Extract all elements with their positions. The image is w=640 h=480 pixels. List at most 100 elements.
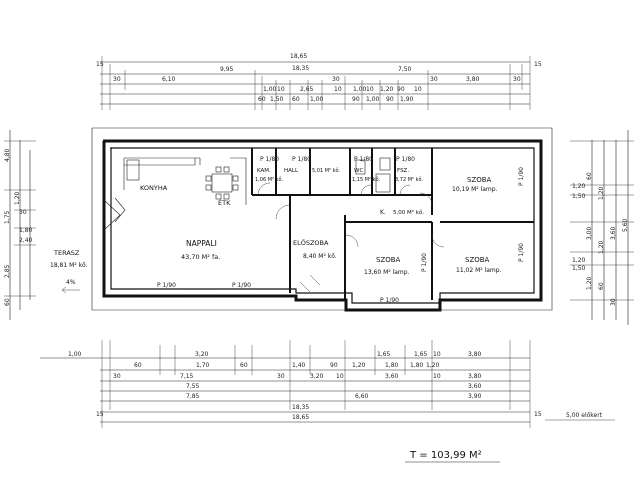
top-r4-dim-2: 2,65 [300, 86, 314, 93]
opening-tag-3: P 1/80 [354, 156, 373, 163]
opening-tag-9: P 1/90 [518, 243, 525, 262]
top-r3-dim-0: 30 [113, 76, 121, 83]
left-dim-7: 30 [19, 209, 27, 216]
bottom-r1-dim-0: 3,20 [195, 351, 209, 358]
top-r4-dim-0: 1,00 [263, 86, 277, 93]
opening-tag-5: P 1/90 [157, 282, 176, 289]
top-r4-dim-1: 10 [277, 86, 285, 93]
top-r5-dim-6: 90 [386, 96, 394, 103]
room-hall-label: HALL [284, 168, 299, 174]
bottom-r2-dim-5: 1,20 [352, 362, 366, 369]
top-r3-dim-5: 30 [430, 76, 438, 83]
room-terasz-slope: 4% [66, 279, 76, 286]
opening-tag-1: P 1/80 [260, 156, 279, 163]
left-dimension-chain: 4,80 1,20 1,75 1,80 2,40 2,85 60 30 [4, 130, 36, 320]
top-r3-dim-2: 9,95 [220, 66, 234, 73]
bottom-r3-dim-2: 30 [277, 373, 285, 380]
room-szoba1-area: 10,19 M² lamp. [452, 186, 498, 193]
bottom-edge-dim: 15 [96, 411, 104, 418]
bottom-r2-dim-2: 60 [240, 362, 248, 369]
total-area-label: T = 103,99 M² [409, 450, 482, 461]
left-dim-3: 1,80 [19, 227, 33, 234]
top-row2-total-dim: 18,35 [292, 65, 309, 72]
top-r4-dim-5: 10 [366, 86, 374, 93]
top-r4-dim-6: 1,20 [380, 86, 394, 93]
room-kamra-area: 1,06 M² kő. [255, 177, 284, 183]
room-eloszoba-area: 8,40 M² kő. [303, 253, 337, 260]
top-r3-dim-6: 3,80 [466, 76, 480, 83]
right-dim-10: 30 [610, 298, 617, 306]
door-swings [257, 182, 445, 293]
top-r3-dim-3: 30 [332, 76, 340, 83]
left-dim-5: 2,85 [4, 264, 11, 278]
right-dim-2: 1,20 [598, 186, 605, 200]
bottom-r4-dim-1: 6,60 [355, 393, 369, 400]
room-k-label: K. [380, 209, 386, 216]
room-terasz-label: TERASZ [53, 249, 80, 257]
bottom-r3-dim-7: 3,80 [468, 373, 482, 380]
bottom-left-dim: 1,00 [68, 351, 82, 358]
top-dimension-chains: 18,65 18,35 15 15 30 6,10 9,95 30 7,50 3… [96, 53, 542, 110]
opening-tag-6: P 1/90 [232, 282, 251, 289]
bottom-r2-dim-3: 1,40 [292, 362, 306, 369]
room-terasz-area: 18,81 M² kő. [50, 262, 88, 269]
top-total-dim: 18,65 [290, 53, 307, 60]
room-nappali-area: 43,70 M² fa. [181, 253, 220, 261]
room-wc-label: WC [354, 168, 363, 174]
bottom-r1-dim-1: 1,65 [377, 351, 391, 358]
opening-tag-7: P 1/90 [380, 297, 399, 304]
bottom-r1-dim-2: 1,65 [414, 351, 428, 358]
right-dimension-chain: 1,20 60 1,20 3,00 3,60 5,60 1,50 1,20 1,… [570, 130, 634, 325]
left-dim-0: 4,80 [4, 148, 11, 162]
room-k-area: 5,00 M² kő. [393, 209, 424, 216]
dining-table-icon [205, 166, 239, 200]
bottom-r3-dim-5: 3,60 [385, 373, 399, 380]
top-r5-dim-1: 1,50 [270, 96, 284, 103]
right-dim-1: 60 [586, 172, 593, 180]
right-dim-7: 1,20 [572, 257, 586, 264]
left-dim-6: 60 [4, 298, 11, 306]
bottom-r3-dim-4: 10 [336, 373, 344, 380]
right-dim-4: 3,60 [610, 226, 617, 240]
top-edge-dim-right: 15 [534, 61, 542, 68]
top-r4-dim-4: 1,00 [353, 86, 367, 93]
bottom-r5-dim-1: 3,90 [468, 393, 482, 400]
bottom-r2-dim-6: 1,80 [385, 362, 399, 369]
top-r4-dim-3: 10 [334, 86, 342, 93]
bottom-r3-dim-6: 10 [433, 373, 441, 380]
room-nappali-label: NAPPALI [186, 239, 217, 248]
bottom-row2-total-dim: 18,35 [292, 404, 309, 411]
room-szoba1-label: SZOBA [467, 176, 492, 184]
right-dim-12: 1,20 [598, 240, 605, 254]
top-r4-dim-7: 90 [397, 86, 405, 93]
bottom-edge-dim-right: 15 [534, 411, 542, 418]
toilet-icon [355, 159, 366, 175]
bottom-r2-dim-1: 1,70 [196, 362, 210, 369]
top-r5-dim-4: 90 [352, 96, 360, 103]
bottom-r3-dim-1: 7,15 [180, 373, 194, 380]
room-szoba2-label: SZOBA [376, 256, 401, 264]
bottom-r4-dim-2: 3,60 [468, 383, 482, 390]
right-dim-5: 5,60 [622, 218, 629, 232]
room-etk-label: ÉTK [218, 198, 231, 207]
room-fsz-area: 3,72 M² kő. [395, 177, 424, 183]
right-dim-6: 1,50 [572, 193, 586, 200]
bottom-r2-dim-0: 60 [134, 362, 142, 369]
right-dim-0: 1,20 [572, 183, 586, 190]
top-edge-dim: 15 [96, 61, 104, 68]
room-eloszoba-label: ELŐSZOBA [293, 238, 329, 247]
room-wc-area: 1,15 M² kő. [352, 177, 381, 183]
bottom-r3-dim-0: 30 [113, 373, 121, 380]
right-dim-9: 60 [598, 282, 605, 290]
bottom-r3-dim-3: 3,20 [310, 373, 324, 380]
top-r5-dim-2: 60 [292, 96, 300, 103]
room-konyha-label: KONYHA [140, 184, 168, 192]
room-hall-area: 5,01 M² kő. [312, 168, 341, 174]
right-dim-8: 1,50 [572, 265, 586, 272]
bottom-r2-dim-8: 1,20 [426, 362, 440, 369]
left-dim-2: 1,75 [4, 210, 11, 224]
opening-tag-4: P 1/80 [396, 156, 415, 163]
room-szoba3-label: SZOBA [465, 256, 490, 264]
room-kamra-label: KAM. [257, 168, 271, 174]
